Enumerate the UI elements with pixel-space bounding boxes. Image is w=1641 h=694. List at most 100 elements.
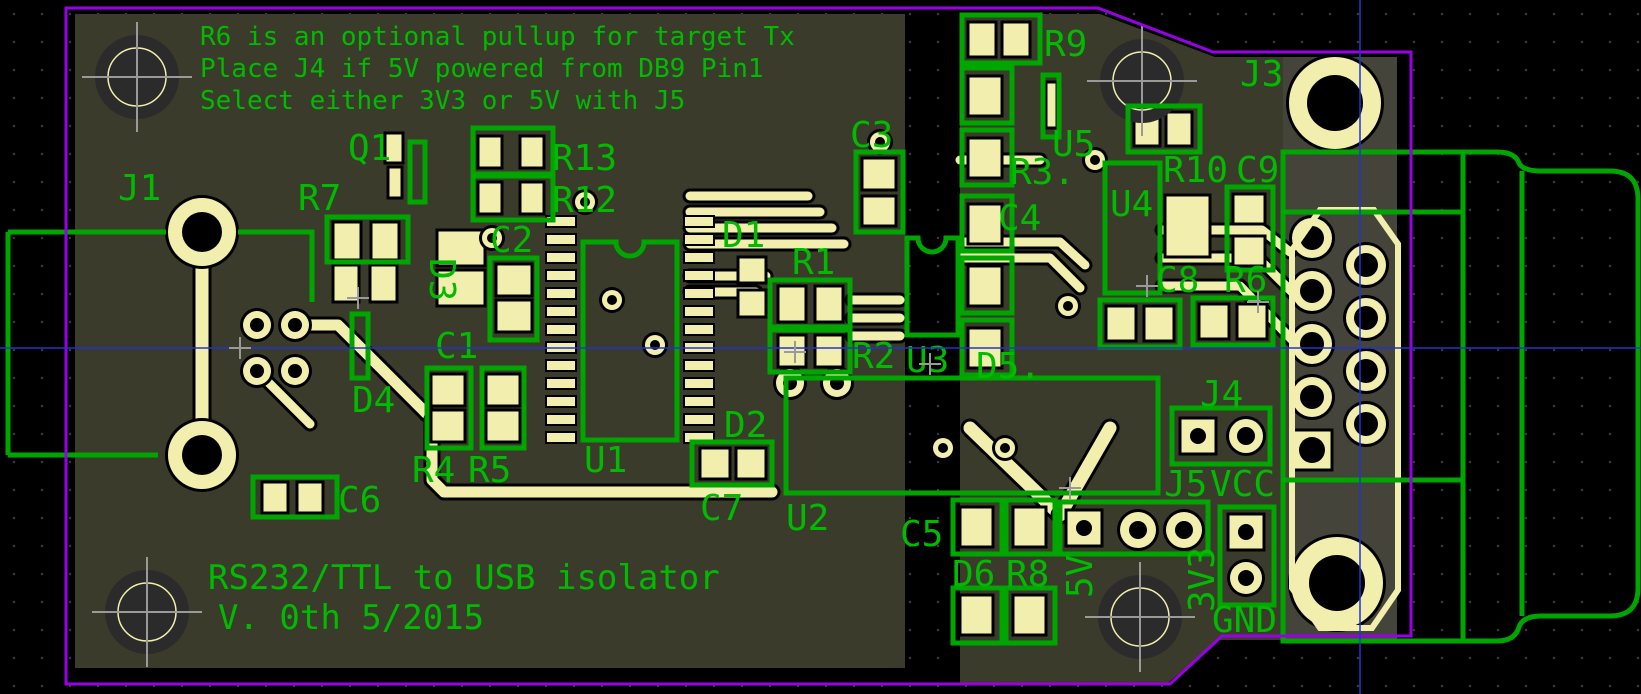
refdes-label-D4[interactable]: D4 xyxy=(352,380,395,421)
smd-pad[interactable] xyxy=(386,165,404,200)
footprint-outline[interactable] xyxy=(950,497,1005,557)
footprint-outline[interactable] xyxy=(1102,160,1163,296)
smd-pad[interactable] xyxy=(736,255,768,285)
ic-pin-pad[interactable] xyxy=(683,215,715,228)
refdes-label-C7[interactable]: C7 xyxy=(700,488,743,529)
silkscreen-note-line2[interactable]: Place J4 if 5V powered from DB9 Pin1 xyxy=(200,54,764,84)
refdes-label-C3[interactable]: C3 xyxy=(850,115,893,156)
smd-pad[interactable] xyxy=(1142,304,1176,343)
footprint-outline-path[interactable] xyxy=(904,235,961,338)
refdes-label-J3[interactable]: J3 xyxy=(1240,54,1283,95)
footprint-outline[interactable] xyxy=(783,375,1161,496)
smd-pad[interactable] xyxy=(331,220,363,262)
footprint-outline[interactable] xyxy=(767,277,853,330)
ic-pin-pad[interactable] xyxy=(683,251,715,264)
refdes-label-C5[interactable]: C5 xyxy=(900,514,943,555)
footprint-outline[interactable] xyxy=(1190,295,1276,348)
refdes-label-D5[interactable]: D5. xyxy=(976,346,1041,387)
footprint-outline[interactable] xyxy=(959,65,1015,126)
refdes-label-R4[interactable]: R4 xyxy=(412,450,455,491)
smd-pad[interactable] xyxy=(966,20,998,59)
footprint-outline[interactable] xyxy=(479,365,527,451)
silkscreen-note-line3[interactable]: Select either 3V3 or 5V with J5 xyxy=(200,86,685,116)
footprint-outline[interactable] xyxy=(424,365,474,451)
refdes-label-R10[interactable]: R10 xyxy=(1163,150,1228,191)
ic-pin-pad[interactable] xyxy=(545,233,577,246)
ic-pin-pad[interactable] xyxy=(683,323,715,336)
footprint-outline[interactable] xyxy=(950,585,1005,646)
silkscreen-note-line1[interactable]: R6 is an optional pullup for target Tx xyxy=(200,22,795,52)
smd-pad[interactable] xyxy=(383,131,405,165)
footprint-outline[interactable] xyxy=(1057,499,1211,557)
ic-pin-pad[interactable] xyxy=(683,377,715,390)
refdes-label-R5[interactable]: R5 xyxy=(468,450,511,491)
smd-pad[interactable] xyxy=(1235,302,1269,341)
refdes-label-U3[interactable]: U3 xyxy=(906,340,949,381)
ic-pin-pad[interactable] xyxy=(545,359,577,372)
ic-pin-pad[interactable] xyxy=(545,413,577,426)
ic-pin-pad[interactable] xyxy=(545,395,577,408)
smd-pad[interactable] xyxy=(484,408,522,444)
refdes-label-J4[interactable]: J4 xyxy=(1200,374,1243,415)
board-title-text[interactable]: RS232/TTL to USB isolator xyxy=(208,558,720,598)
footprint-outline[interactable] xyxy=(1280,149,1466,644)
footprint-outline[interactable] xyxy=(324,214,411,265)
refdes-label-VCC[interactable]: VCC xyxy=(1210,464,1275,505)
refdes-label-D2[interactable]: D2 xyxy=(724,405,767,446)
smd-pad[interactable] xyxy=(1163,193,1212,259)
smd-pad[interactable] xyxy=(966,202,1004,246)
smd-pad[interactable] xyxy=(1104,304,1138,343)
smd-pad[interactable] xyxy=(494,262,534,298)
smd-pad[interactable] xyxy=(776,284,808,324)
smd-pad[interactable] xyxy=(476,134,504,170)
footprint-outline[interactable] xyxy=(1217,504,1277,608)
refdes-label-D1[interactable]: D1 xyxy=(722,215,765,256)
footprint-outline[interactable] xyxy=(959,127,1015,188)
ic-pin-pad[interactable] xyxy=(683,233,715,246)
footprint-outline-path[interactable] xyxy=(580,239,680,443)
footprint-outline[interactable] xyxy=(853,149,906,235)
smd-pad[interactable] xyxy=(260,480,290,515)
ic-pin-pad[interactable] xyxy=(683,413,715,426)
smd-pad[interactable] xyxy=(860,156,898,192)
footprint-outline[interactable] xyxy=(689,439,775,488)
ic-pin-pad[interactable] xyxy=(545,287,577,300)
smd-pad[interactable] xyxy=(331,263,361,304)
footprint-outline[interactable] xyxy=(767,327,853,375)
footprint-outline[interactable] xyxy=(470,173,556,223)
refdes-label-R13[interactable]: R13 xyxy=(552,138,617,179)
refdes-label-U2[interactable]: U2 xyxy=(786,498,829,539)
footprint-outline[interactable] xyxy=(959,193,1015,254)
refdes-label-R9[interactable]: R9 xyxy=(1044,24,1087,65)
refdes-label-C4[interactable]: C4 xyxy=(998,198,1041,239)
footprint-outline[interactable] xyxy=(407,139,428,205)
refdes-label-U4[interactable]: U4 xyxy=(1110,184,1153,225)
smd-pad[interactable] xyxy=(958,593,995,637)
smd-pad[interactable] xyxy=(435,228,487,268)
footprint-outline[interactable] xyxy=(1125,103,1203,155)
refdes-label-D6[interactable]: D6 xyxy=(952,554,995,595)
footprint-outline[interactable] xyxy=(487,255,540,343)
smd-pad[interactable] xyxy=(698,446,732,481)
smd-pad[interactable] xyxy=(1011,505,1048,549)
footprint-outline[interactable] xyxy=(1003,585,1058,646)
refdes-label-R8[interactable]: R8 xyxy=(1006,554,1049,595)
footprint-outline[interactable] xyxy=(1169,405,1273,467)
smd-pad[interactable] xyxy=(966,74,1004,118)
smd-pad[interactable] xyxy=(1044,80,1059,130)
refdes-label-U5[interactable]: U5 xyxy=(1052,124,1095,165)
refdes-label-D3[interactable]: D3 xyxy=(421,258,462,301)
ic-pin-pad[interactable] xyxy=(545,323,577,336)
refdes-label-C8[interactable]: C8 xyxy=(1156,260,1199,301)
refdes-label-J5[interactable]: J5 xyxy=(1164,464,1207,505)
footprint-outline[interactable] xyxy=(1097,297,1183,350)
refdes-label-R2[interactable]: R2 xyxy=(852,336,895,377)
footprint-outline[interactable] xyxy=(1224,184,1276,273)
smd-pad[interactable] xyxy=(494,298,534,334)
smd-pad[interactable] xyxy=(734,446,768,481)
ic-pin-pad[interactable] xyxy=(545,431,577,444)
refdes-label-C1[interactable]: C1 xyxy=(435,326,478,367)
smd-pad[interactable] xyxy=(1197,302,1231,341)
smd-pad[interactable] xyxy=(435,268,487,308)
